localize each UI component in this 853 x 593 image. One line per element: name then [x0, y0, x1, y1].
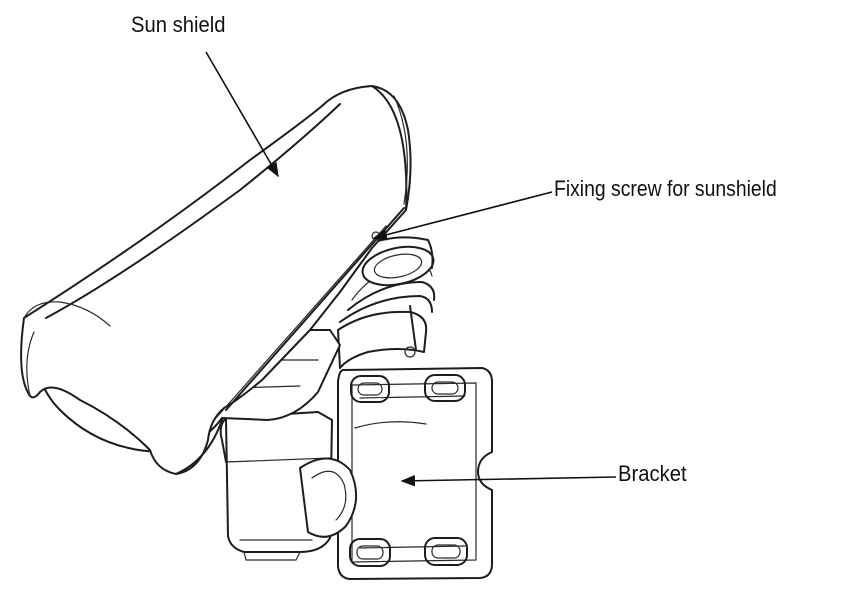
camera-neck: [337, 236, 436, 369]
fixing-screw-pointer: [372, 191, 553, 241]
camera-base: [219, 411, 357, 561]
fixing-screw-label: Fixing screw for sunshield: [554, 176, 777, 201]
bracket-label: Bracket: [618, 461, 687, 486]
bracket-mount-slots: [349, 374, 468, 567]
bracket-pointer: [400, 474, 617, 487]
sun-shield-pointer: [205, 51, 279, 178]
bracket-curve-detail: [354, 421, 427, 429]
sun-shield: [20, 85, 412, 475]
bracket-plate: [337, 367, 493, 580]
sun-shield-label: Sun shield: [131, 12, 226, 37]
